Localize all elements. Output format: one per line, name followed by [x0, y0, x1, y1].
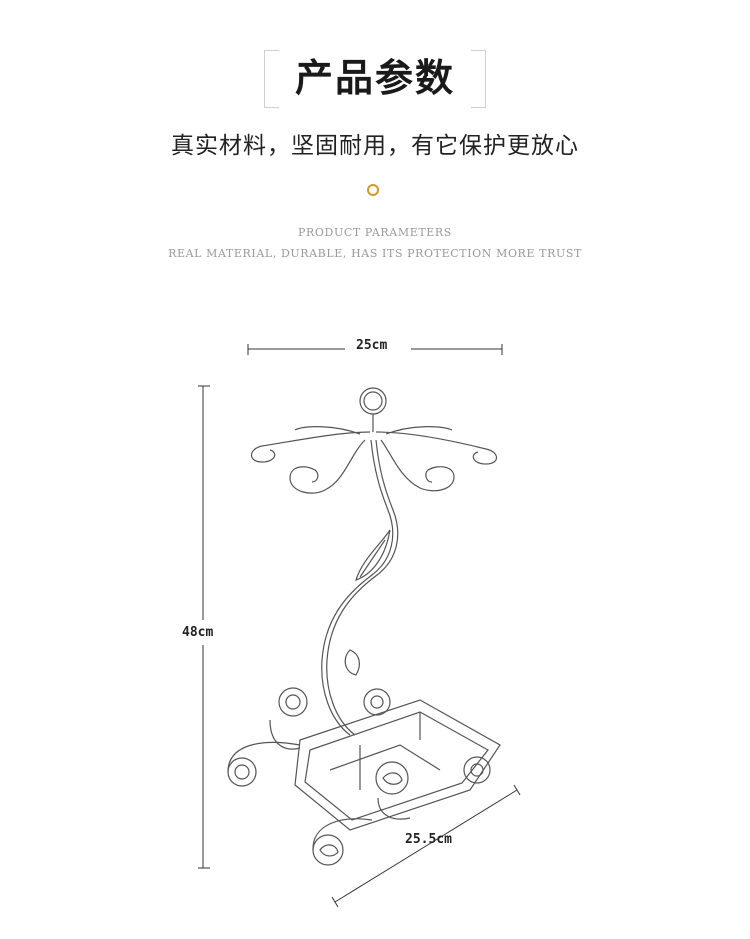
- page-subtitle: 真实材料，坚固耐用，有它保护更放心: [171, 133, 579, 159]
- title-bracket-left: [264, 50, 279, 108]
- height-dimension-label: 48cm: [182, 625, 214, 640]
- dimension-lines: [198, 344, 521, 908]
- english-heading: PRODUCT PARAMETERS: [298, 226, 452, 239]
- accent-circle-icon: [367, 184, 379, 196]
- width-dimension-label: 25cm: [356, 338, 388, 353]
- wine-glass-rack: [227, 387, 501, 866]
- english-tagline: REAL MATERIAL, DURABLE, HAS ITS PROTECTI…: [168, 247, 582, 260]
- title-frame: 产品参数: [264, 50, 486, 108]
- page-title: 产品参数: [294, 56, 455, 100]
- title-bracket-right: [471, 50, 486, 108]
- depth-dimension-label: 25.5cm: [405, 832, 452, 847]
